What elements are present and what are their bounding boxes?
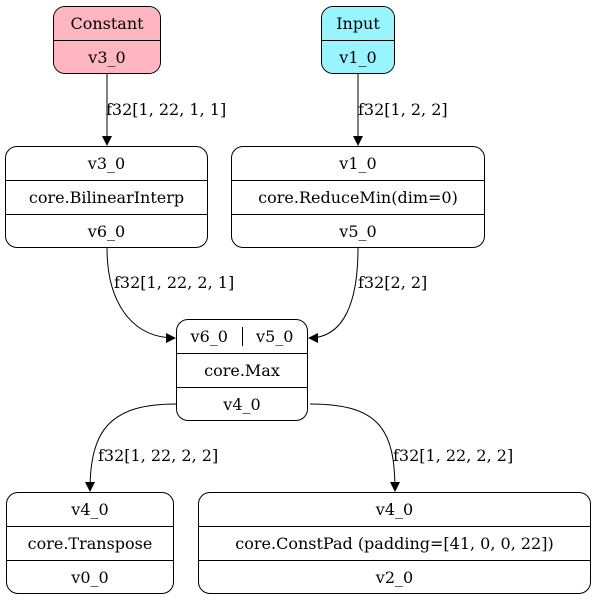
edge-label-max-to-constpad: f32[1, 22, 2, 2] xyxy=(393,446,514,465)
node-const-pad[interactable]: v4_0 core.ConstPad (padding=[41, 0, 0, 2… xyxy=(198,492,591,594)
node-input-title: Input xyxy=(322,7,394,40)
edge-max-to-transpose xyxy=(85,403,177,492)
node-transpose[interactable]: v4_0 core.Transpose v0_0 xyxy=(6,492,174,594)
edge-max-to-constpad xyxy=(309,403,400,492)
node-constpad-input: v4_0 xyxy=(375,500,414,519)
node-max-output: v4_0 xyxy=(177,387,307,420)
node-interp-output: v6_0 xyxy=(6,214,207,247)
edge-label-input-to-reducemin: f32[1, 2, 2] xyxy=(358,100,448,119)
node-constpad-output: v2_0 xyxy=(199,560,590,593)
edge-reducemin-to-max xyxy=(308,247,359,343)
node-interp-input: v3_0 xyxy=(87,154,126,173)
node-interp-op: core.BilinearInterp xyxy=(6,180,207,214)
node-max-op: core.Max xyxy=(177,353,307,387)
node-reducemin-input: v1_0 xyxy=(339,154,377,173)
node-reducemin-output: v5_0 xyxy=(232,214,484,247)
node-transpose-op: core.Transpose xyxy=(7,526,173,560)
edge-label-constant-to-interp: f32[1, 22, 1, 1] xyxy=(106,100,227,119)
node-reduce-min[interactable]: v1_0 core.ReduceMin(dim=0) v5_0 xyxy=(231,146,485,248)
node-constpad-op: core.ConstPad (padding=[41, 0, 0, 22]) xyxy=(199,526,590,560)
edge-interp-to-max xyxy=(106,247,176,343)
node-max[interactable]: v6_0 v5_0 core.Max v4_0 xyxy=(176,319,308,421)
edge-label-reducemin-to-max: f32[2, 2] xyxy=(358,273,428,292)
node-bilinear-interp[interactable]: v3_0 core.BilinearInterp v6_0 xyxy=(5,146,208,248)
node-transpose-output: v0_0 xyxy=(7,560,173,593)
node-input-output: v1_0 xyxy=(322,40,394,73)
node-max-inputs: v6_0 v5_0 xyxy=(177,320,307,353)
node-max-input-a: v6_0 xyxy=(190,327,228,346)
node-max-input-b: v5_0 xyxy=(241,327,308,346)
node-constant-output: v3_0 xyxy=(54,40,160,73)
edge-label-max-to-transpose: f32[1, 22, 2, 2] xyxy=(98,446,219,465)
node-input[interactable]: Input v1_0 xyxy=(321,6,395,74)
node-constant[interactable]: Constant v3_0 xyxy=(53,6,161,74)
node-reducemin-op: core.ReduceMin(dim=0) xyxy=(232,180,484,214)
edge-label-interp-to-max: f32[1, 22, 2, 1] xyxy=(114,273,235,292)
node-transpose-input: v4_0 xyxy=(71,500,109,519)
node-constant-title: Constant xyxy=(54,7,160,40)
